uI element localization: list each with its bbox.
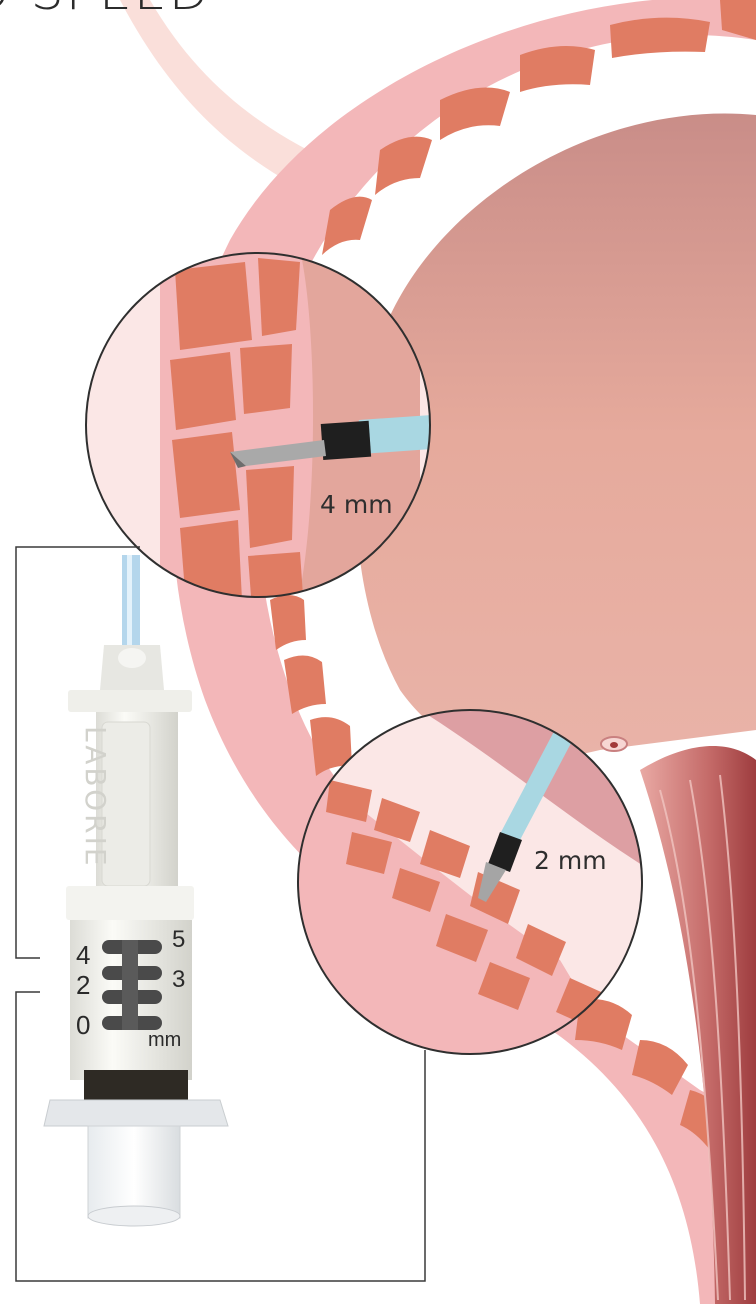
scale-right-5: 5: [172, 928, 185, 952]
header-title: D SPEED: [0, 0, 211, 22]
depth-label-4mm: 4 mm: [320, 490, 393, 519]
brand-mark: LABORIE: [76, 726, 112, 886]
depth-label-2mm: 2 mm: [534, 846, 607, 875]
scale-right-3: 3: [172, 968, 185, 992]
scale-unit: mm: [148, 1030, 181, 1050]
scale-left-0: 0: [76, 1012, 90, 1038]
scale-left-4: 4: [76, 942, 90, 968]
scale-left-2: 2: [76, 972, 90, 998]
